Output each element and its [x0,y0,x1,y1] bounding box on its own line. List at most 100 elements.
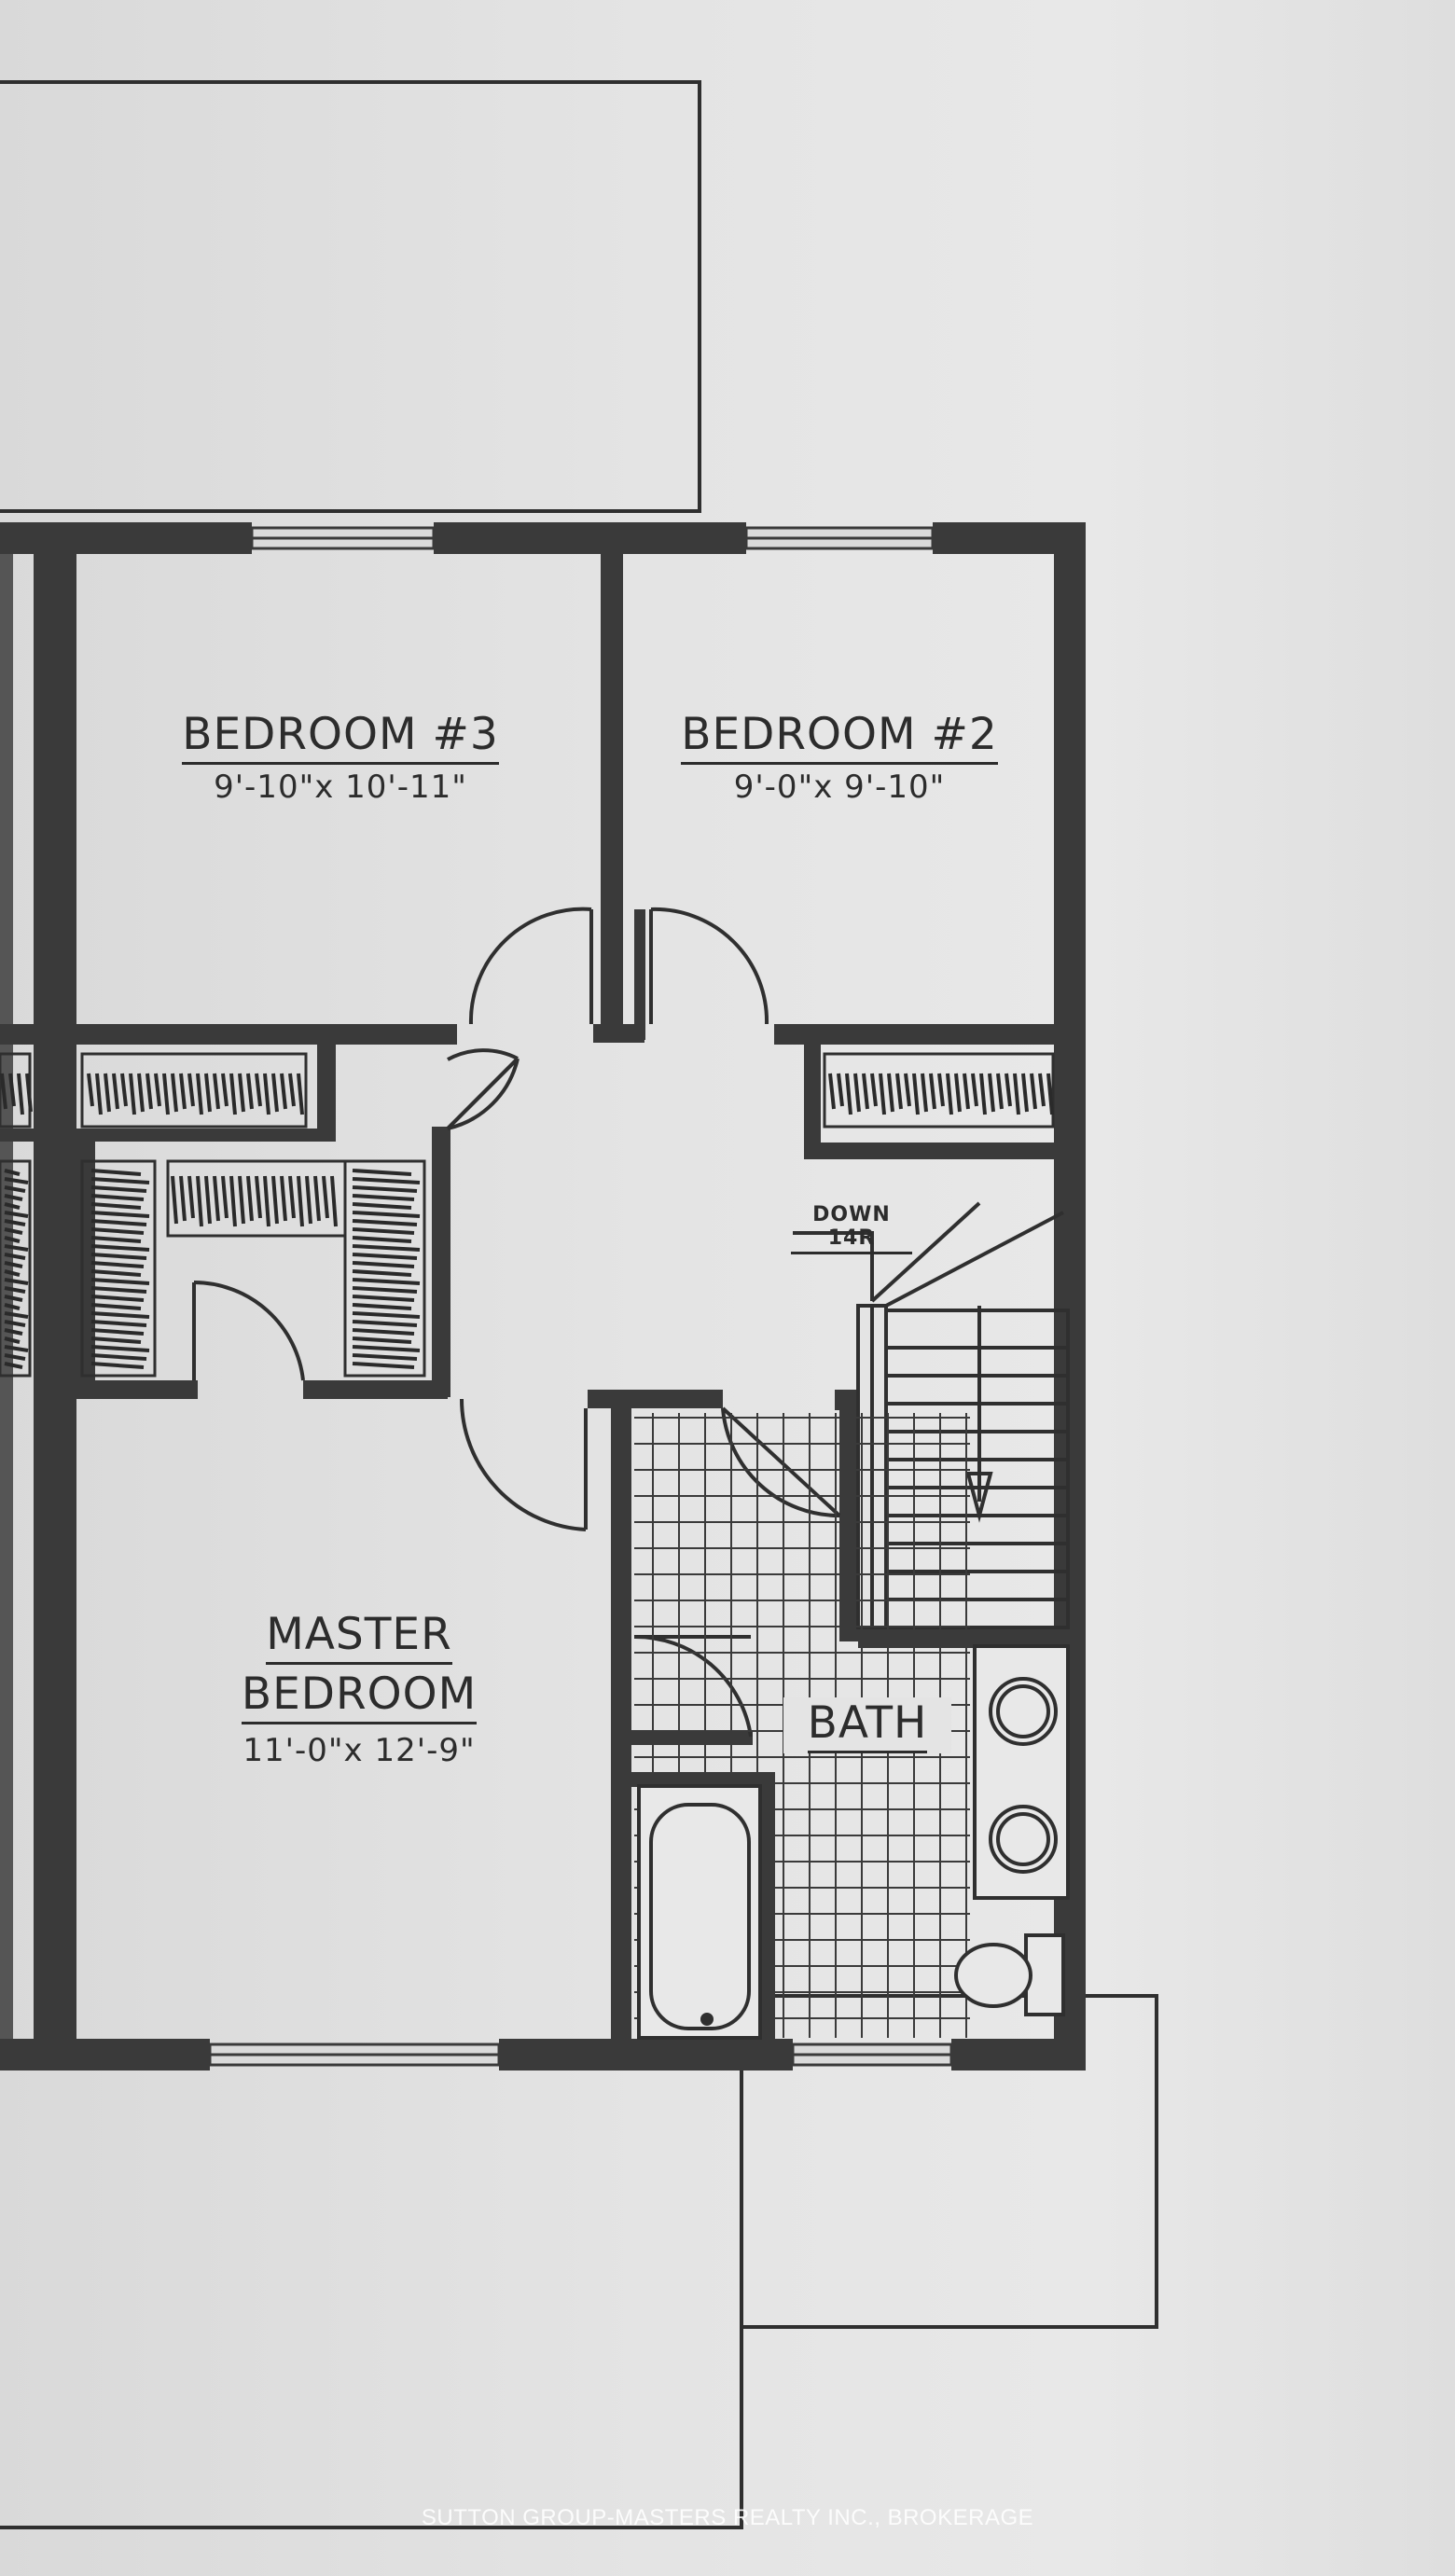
closet-hatch [1013,1073,1020,1115]
closet-hatch [352,1169,412,1176]
closet-hatch [213,1073,220,1110]
closet-hatch [204,1175,212,1225]
closet-hatch [246,1073,254,1110]
closet-hatch [280,1073,287,1110]
closet-hatch [853,1073,861,1113]
closet-hatch [90,1227,145,1235]
closet-hatch [4,1211,29,1218]
closet-hatch [171,1073,178,1113]
closet-hatch [352,1269,412,1277]
closet-hatch [297,1175,304,1227]
closet-hatch [352,1185,418,1193]
closet-hatch [1021,1073,1029,1113]
closet-hatch [988,1073,995,1113]
closet-hatch [845,1073,852,1115]
closet-hatch [352,1328,415,1336]
closet-hatch [271,1073,279,1113]
bath-label: BATH [783,1697,951,1753]
closet-hatch [288,1175,296,1219]
closet-hatch [4,1185,26,1193]
closet-hatch [90,1269,142,1277]
closet-hatch [4,1227,23,1235]
closet-hatch [352,1261,415,1268]
closet-hatch [271,1175,279,1225]
closet-hatch [90,1219,147,1226]
bedroom3-dims: 9'-10"x 10'-11" [214,769,467,806]
closet-hatch [187,1073,195,1107]
closet-hatch [352,1286,418,1294]
closet-hatch [90,1169,142,1176]
bedroom2-label: BEDROOM #2 9'-0"x 9'-10" [653,709,1026,806]
closet-hatch [837,1073,844,1107]
closet-hatch [229,1073,237,1115]
closet-hatch [352,1278,421,1285]
closet-hatch [196,1073,203,1115]
closet-hatch [87,1073,94,1107]
closet-hatch [352,1336,412,1344]
closet-hatch [870,1073,878,1107]
closet-hatch [90,1244,150,1252]
closet-hatch [90,1336,142,1344]
closet-hatch [352,1227,415,1235]
closet-hatch [90,1194,145,1201]
closet-hatch [90,1202,142,1210]
closet-hatch [146,1073,153,1110]
closet-hatch [352,1253,418,1260]
closet-hatch [352,1177,421,1184]
closet-hatch [90,1295,145,1302]
closet-hatch [352,1219,418,1226]
closet-hatch [352,1311,421,1319]
closet-hatch [162,1073,170,1115]
closet-hatch [887,1073,894,1113]
closet-hatch [129,1073,136,1115]
closet-hatch [137,1073,145,1113]
closet-hatch [288,1073,296,1107]
master-dims: 11'-0"x 12'-9" [242,1732,476,1769]
bedroom2-name: BEDROOM #2 [681,709,998,765]
closet-hatch [912,1073,920,1115]
closet-hatch [229,1175,237,1227]
closet-hatch [204,1073,212,1113]
closet-hatch [90,1303,142,1310]
stairs-direction: DOWN 14R [791,1203,912,1254]
closet-hatch [238,1175,245,1225]
closet-hatch [90,1278,150,1285]
closet-hatch [4,1177,29,1184]
closet-hatch [895,1073,903,1110]
closet-hatch [4,1328,23,1336]
closet-hatch [8,1073,16,1107]
closet-hatch [879,1073,886,1115]
closet-hatch [971,1073,978,1107]
closet-hatch [862,1073,869,1110]
closet-hatch [255,1175,262,1219]
closet-hatch [963,1073,970,1110]
closet-hatch [1030,1073,1037,1110]
closet-hatch [90,1211,150,1218]
porch-outline [740,1994,1158,2329]
closet-hatch [4,1194,23,1201]
bedroom3-name: BEDROOM #3 [182,709,499,765]
closet-hatch [4,1236,21,1243]
windows [208,526,953,2067]
closet-hatch [221,1073,229,1107]
closet-hatch [263,1073,270,1115]
closet-hatch [4,1362,23,1369]
closet-hatch [4,1269,21,1277]
closet-hatch [352,1295,415,1302]
closet-hatch [90,1236,142,1243]
closet-hatch [4,1219,26,1226]
closet-hatch [90,1311,150,1319]
closet-hatch [90,1362,145,1369]
closet-hatch [90,1286,147,1294]
closet-hatch [4,1353,26,1361]
master-name-line1: MASTER [266,1609,452,1665]
closet-hatch [921,1073,928,1113]
closet-hatch [112,1073,119,1110]
closet-hatch [255,1073,262,1107]
closet-hatch [352,1202,412,1210]
master-bedroom-label: MASTER BEDROOM 11'-0"x 12'-9" [196,1609,522,1769]
closet-hatch [246,1175,254,1222]
closet-hatch [95,1073,103,1115]
closet-hatch [4,1311,29,1319]
closet-hatch [221,1175,229,1219]
